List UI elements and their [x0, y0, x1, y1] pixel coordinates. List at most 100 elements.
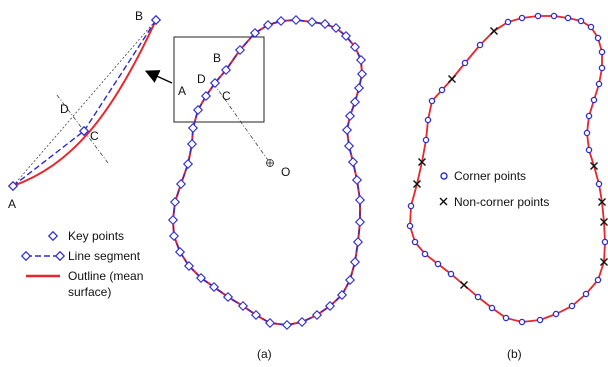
legend-non-corner-marker: [439, 197, 448, 206]
panel-b: Corner points Non-corner points (b): [406, 12, 608, 361]
key-point: [168, 230, 180, 242]
inset-label-C: C: [90, 129, 99, 143]
corner-point: [421, 250, 429, 258]
caption-a: (a): [257, 347, 272, 361]
zoom-box: [173, 36, 265, 123]
key-point: [349, 96, 361, 108]
non-corner-point: [418, 158, 426, 166]
inset-label-B: B: [135, 9, 143, 23]
corner-point: [504, 18, 512, 26]
key-point: [306, 16, 318, 28]
corner-point: [587, 23, 595, 31]
key-point: [237, 300, 249, 312]
label-A: A: [178, 84, 186, 98]
corner-point: [564, 14, 572, 22]
key-point: [324, 300, 336, 312]
inset-outline-curve: [12, 19, 157, 187]
corner-point: [550, 12, 558, 20]
non-corner-point: [490, 27, 498, 35]
label-C: C: [222, 89, 231, 103]
inset-label-A: A: [8, 197, 16, 211]
legend-a: Key points Line segment Outline (mean su…: [20, 229, 143, 299]
label-D: D: [197, 72, 206, 86]
key-point: [281, 319, 293, 331]
key-point: [330, 22, 342, 34]
corner-point: [434, 260, 442, 268]
legend-corner-label: Corner points: [454, 169, 526, 183]
key-point: [319, 18, 331, 30]
non-corner-points-b: [413, 27, 608, 289]
corner-point: [590, 96, 598, 104]
caption-b: (b): [507, 347, 522, 361]
inset-label-D: D: [60, 102, 69, 116]
key-point: [183, 260, 195, 272]
key-point: [222, 291, 234, 303]
corner-point: [585, 146, 593, 154]
corner-point: [577, 17, 585, 25]
key-point: [340, 30, 352, 42]
key-point: [192, 104, 204, 116]
corner-point: [447, 270, 455, 278]
key-point: [311, 309, 323, 321]
corner-point: [407, 202, 415, 210]
legend-corner-marker: [440, 172, 448, 180]
key-point: [355, 54, 367, 66]
key-point: [220, 64, 232, 76]
corner-point: [438, 86, 446, 94]
corner-point: [568, 302, 576, 310]
legend-line-segment-marker-right: [54, 250, 66, 262]
ray-to-origin: [213, 83, 271, 164]
key-point: [351, 174, 363, 186]
legend-keypoint-label: Key points: [68, 229, 124, 243]
key-point: [344, 274, 356, 286]
corner-point: [422, 136, 430, 144]
key-point: [249, 27, 261, 39]
key-point: [352, 236, 364, 248]
inset-line-segment: [12, 19, 157, 187]
legend-keypoint-marker: [47, 230, 59, 242]
non-corner-point: [600, 258, 608, 266]
non-corner-point: [413, 180, 421, 188]
legend-outline-label-1: Outline (mean: [68, 269, 143, 283]
corner-point: [552, 310, 560, 318]
corner-point: [428, 97, 436, 105]
key-point: [290, 14, 302, 26]
non-corner-point: [590, 162, 598, 170]
inset-keypoint-B: [150, 14, 162, 26]
key-point: [175, 178, 187, 190]
corner-point: [406, 222, 414, 230]
corner-point: [534, 12, 542, 20]
key-point: [353, 82, 365, 94]
key-point: [195, 272, 207, 284]
non-corner-point: [448, 75, 456, 83]
corner-point: [594, 34, 602, 42]
corner-point: [518, 14, 526, 22]
key-point: [262, 19, 274, 31]
key-point: [343, 140, 355, 152]
legend-non-corner-label: Non-corner points: [454, 195, 549, 209]
key-point: [344, 110, 356, 122]
key-point: [208, 281, 220, 293]
inset-chord-AB: [12, 19, 157, 187]
key-point: [349, 41, 361, 53]
key-point: [187, 122, 199, 134]
key-point: [234, 44, 246, 56]
panel-a: O A B C D (a): [144, 14, 368, 361]
key-point: [341, 124, 353, 136]
corner-point: [598, 64, 606, 72]
corner-point: [518, 318, 526, 326]
key-point: [200, 90, 212, 102]
legend-line-segment-marker-left: [20, 250, 32, 262]
key-point: [296, 316, 308, 328]
corner-point: [536, 316, 544, 324]
corner-point: [601, 238, 608, 246]
corner-point: [488, 304, 496, 312]
corner-points-b: [406, 12, 608, 326]
key-point: [354, 194, 366, 206]
inset-zoom: A B C D: [7, 9, 162, 211]
key-point: [209, 77, 221, 89]
label-O: O: [281, 165, 290, 179]
key-point: [169, 196, 181, 208]
key-point: [356, 68, 368, 80]
